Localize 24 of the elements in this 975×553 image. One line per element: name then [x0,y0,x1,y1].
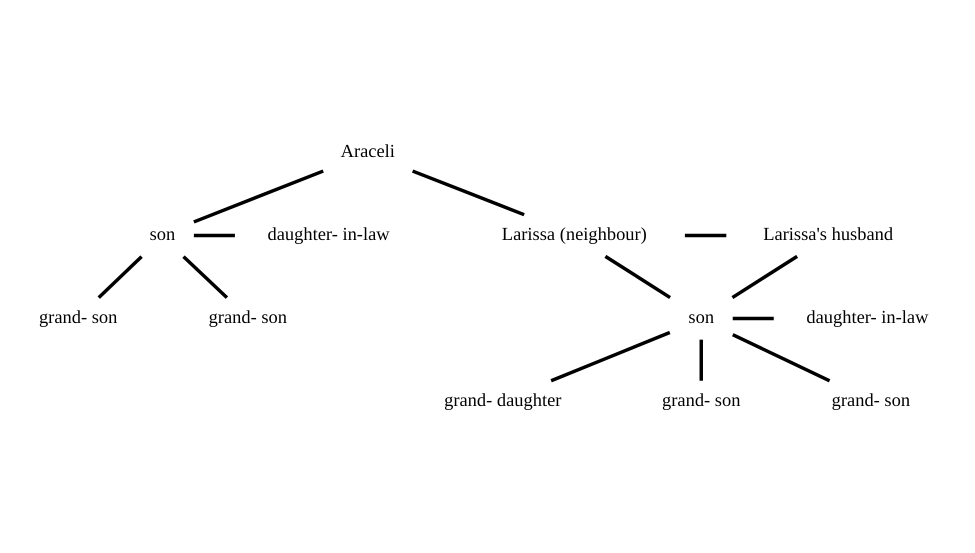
connector [98,254,143,298]
node-text: daughter- in-law [268,223,390,244]
node-text: grand- daughter [444,390,562,410]
node-text: son [688,306,714,326]
node-text: Larissa's husband [763,223,894,244]
connector [412,168,525,216]
node-text: grand- son [38,306,118,326]
node-text: Araceli [340,140,395,160]
connector [700,339,703,380]
connector [604,254,672,299]
connector [684,233,726,237]
connector [731,254,798,299]
connector [732,316,774,320]
connector [182,254,228,298]
node-text: grand- son [662,390,740,410]
connector [732,332,830,382]
node-text: daughter- in-law [806,306,928,326]
node-text: grand- son [208,306,287,326]
connector [550,330,670,382]
connector [193,168,324,224]
connector [194,233,235,237]
node-text: grand- son [832,390,910,410]
node-text: son [150,223,176,244]
node-text: Larissa (neighbour) [502,223,647,244]
